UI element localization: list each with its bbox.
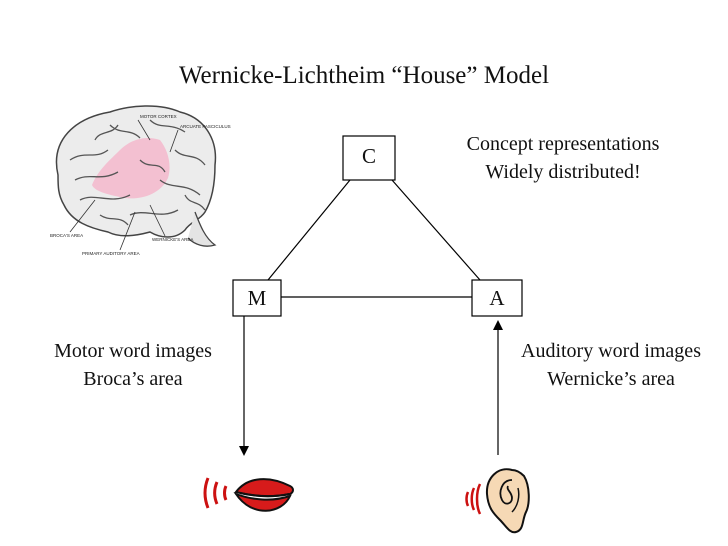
auditory-caption: Auditory word images Wernicke’s area (496, 337, 726, 393)
brain-label-wernicke: WERNICKE'S AREA (152, 237, 193, 242)
language-areas-highlight (92, 138, 170, 199)
motor-caption-line2: Broca’s area (83, 368, 183, 390)
node-concept-label: C (361, 144, 376, 168)
node-motor-label: M (247, 286, 267, 310)
node-concept-box (342, 135, 396, 181)
auditory-caption-line2: Wernicke’s area (547, 368, 675, 390)
motor-caption-line1: Motor word images (54, 340, 212, 362)
edge-concept-motor (267, 179, 351, 281)
diagram-title: Wernicke-Lichtheim “House” Model (178, 62, 550, 89)
brain-label-broca: BROCA'S AREA (50, 233, 83, 238)
node-auditory-box (471, 279, 523, 317)
node-auditory-label: A (489, 286, 505, 310)
motor-caption: Motor word images Broca’s area (30, 337, 236, 393)
brain-illustration: MOTOR CORTEX ARCUATE FASCICULUS BROCA'S … (50, 105, 231, 256)
concept-caption-line1: Concept representations (466, 133, 660, 155)
auditory-caption-line1: Auditory word images (521, 340, 701, 362)
concept-caption: Concept representations Widely distribut… (430, 130, 696, 186)
edge-concept-auditory (391, 179, 481, 281)
mouth-icon (203, 477, 294, 512)
brain-label-motor-cortex: MOTOR CORTEX (140, 114, 177, 119)
brain-label-primary-auditory: PRIMARY AUDITORY AREA (82, 251, 140, 256)
ear-icon (465, 468, 530, 534)
node-motor-box (232, 279, 282, 317)
concept-caption-line2: Widely distributed! (485, 161, 641, 183)
brain-label-arcuate: ARCUATE FASCICULUS (180, 124, 231, 129)
